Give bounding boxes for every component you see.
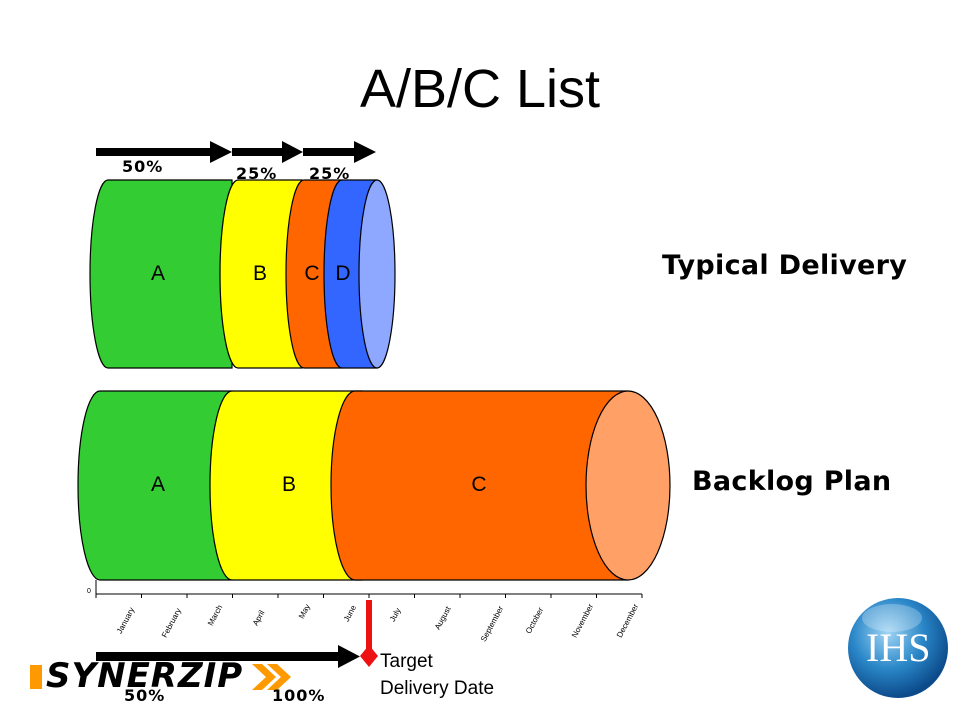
backlog-segment-b — [209, 390, 363, 581]
synerzip-logo-text: SYNERZIP — [46, 656, 244, 696]
backlog-end-cap — [585, 390, 671, 581]
top-percent-b: 25% — [236, 164, 278, 183]
typical-label-c: C — [304, 262, 320, 285]
arrow-a-50 — [96, 141, 232, 163]
typical-segment-a — [89, 179, 233, 369]
month-axis — [95, 580, 643, 598]
target-label-line1: Target — [380, 651, 433, 672]
typical-label-b: B — [252, 262, 268, 285]
target-label-line2: Delivery Date — [380, 678, 495, 699]
backlog-label-b: B — [281, 473, 297, 496]
ihs-logo — [848, 598, 948, 698]
bottom-percent-100: 100% — [272, 686, 326, 705]
top-percent-a: 50% — [122, 157, 164, 176]
backlog-plan-cylinder — [77, 390, 671, 581]
typical-segment-b — [219, 179, 303, 369]
typical-label-d: D — [335, 262, 351, 285]
arrow-cd-25 — [303, 141, 376, 163]
backlog-plan-label: Backlog Plan — [692, 466, 892, 497]
backlog-segment-c — [330, 390, 629, 581]
typical-delivery-cylinder — [89, 179, 396, 369]
bottom-percent-50: 50% — [124, 686, 166, 705]
synerzip-logo — [30, 664, 291, 690]
backlog-label-c: C — [471, 473, 487, 496]
arrow-b-25 — [232, 141, 303, 163]
bottom-arrows — [96, 645, 360, 668]
typical-label-a: A — [150, 262, 166, 285]
backlog-segment-a — [77, 390, 233, 581]
top-arrows — [96, 141, 376, 163]
typical-delivery-label: Typical Delivery — [662, 250, 908, 281]
axis-zero-label: 0 — [87, 588, 91, 595]
target-delivery-label: Target Delivery Date — [380, 648, 494, 702]
top-percent-cd: 25% — [309, 164, 351, 183]
slide-title: A/B/C List — [359, 59, 601, 119]
ihs-logo-text: IHS — [866, 625, 931, 670]
target-delivery-marker — [360, 600, 378, 667]
backlog-label-a: A — [150, 473, 166, 496]
typical-end-cap — [358, 179, 396, 369]
